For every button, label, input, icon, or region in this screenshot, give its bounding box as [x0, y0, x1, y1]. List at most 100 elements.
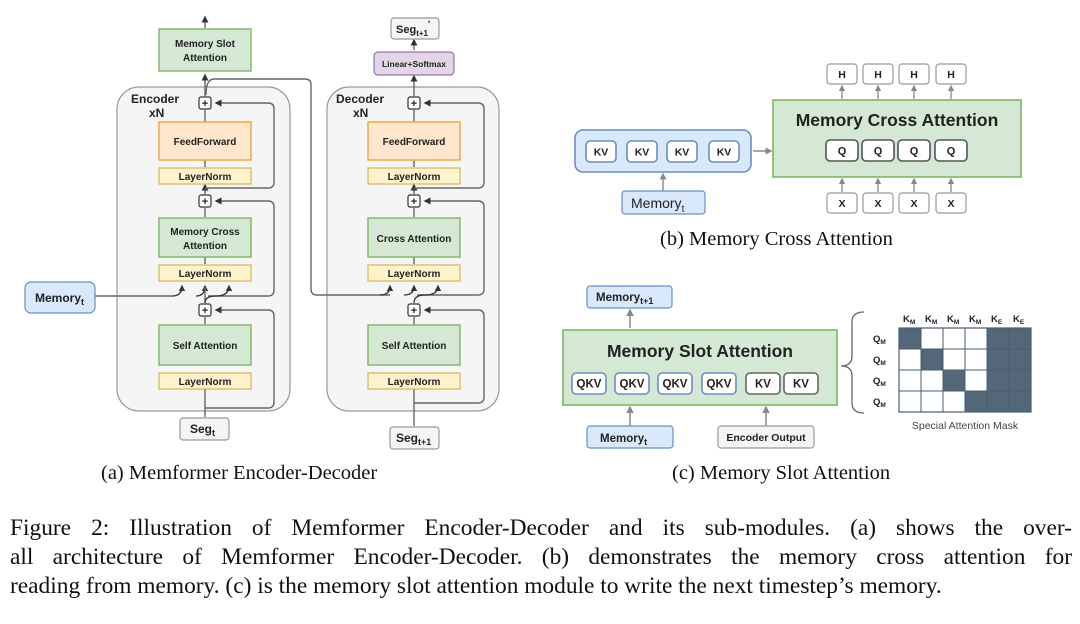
- panel-b-memory-input: Memoryt: [621, 190, 706, 215]
- decoder-add-1: +: [407, 96, 421, 110]
- mask-cell-attend: [986, 348, 1010, 371]
- svg-text:Memoryt+1: Memoryt+1: [596, 292, 653, 306]
- plus-icon: +: [411, 305, 417, 317]
- mask-brace: [840, 311, 865, 414]
- mask-cell-attend: [1008, 369, 1032, 392]
- memory-kv-token: KV: [626, 140, 658, 163]
- encoder-cross-attn-q-arrow: [204, 284, 233, 304]
- subcaption-c: (c) Memory Slot Attention: [672, 462, 891, 484]
- panel-b-memory-label: Memory: [631, 195, 682, 211]
- encoder-feedforward-label: FeedForward: [174, 137, 237, 148]
- seg-out-prime: ': [428, 19, 430, 29]
- seg-t-sub: t: [212, 428, 215, 438]
- output-h-token: H: [862, 63, 894, 85]
- memory-qkv-token: QKV: [571, 372, 607, 395]
- encoder-layernorm-1: LayerNorm: [158, 167, 252, 185]
- seg-t1-label: Seg: [396, 431, 418, 445]
- encoder-layernorm-label: LayerNorm: [179, 172, 232, 183]
- mask-col-label: KM: [969, 314, 981, 326]
- decoder-output-seg: Segt+1': [390, 17, 440, 40]
- svg-text:Segt: Segt: [190, 422, 215, 438]
- mask-cell-blocked: [942, 390, 966, 413]
- encoder-add-1: +: [198, 96, 212, 110]
- decoder-layernorm-3: LayerNorm: [367, 372, 461, 390]
- mask-cell-attend: [986, 327, 1010, 350]
- decoder-title: Decoder: [336, 92, 384, 106]
- decoder-cross-attn-q-arrow: [413, 284, 442, 304]
- memory-qkv-token-label: QKV: [707, 379, 732, 391]
- memory-kv-token: KV: [666, 140, 698, 163]
- mask-cell-blocked: [964, 348, 988, 371]
- mask-col-label: KM: [903, 314, 915, 326]
- encoder-cross-attn-label-2: Attention: [183, 241, 227, 252]
- mask-cell-blocked: [964, 327, 988, 350]
- output-h-token: H: [935, 63, 967, 85]
- mask-cell-blocked: [898, 348, 922, 371]
- mask-cell-blocked: [920, 390, 944, 413]
- encoder-kv-token-label: KV: [793, 379, 809, 391]
- input-x-token: X: [898, 192, 930, 214]
- input-x-token: X: [935, 192, 967, 214]
- plus-icon: +: [202, 196, 208, 208]
- encoder-layernorm-2: LayerNorm: [158, 264, 252, 282]
- encoder-repeat: xN: [149, 106, 164, 120]
- plus-icon: +: [411, 196, 417, 208]
- memory-kv-token-label: KV: [675, 146, 690, 158]
- subcaption-a: (a) Memformer Encoder-Decoder: [101, 462, 378, 484]
- caption-line: reading from memory. (c) is the memory s…: [10, 573, 942, 599]
- plus-icon: +: [202, 305, 208, 317]
- encoder-layernorm-label: LayerNorm: [179, 269, 232, 280]
- output-h-token-label: H: [874, 69, 882, 81]
- mask-col-label: KE: [1013, 314, 1025, 326]
- panel-c-memory-label: Memory: [600, 433, 645, 445]
- svg-text:Segt+1: Segt+1: [396, 431, 431, 447]
- mask-row-label: QM: [873, 355, 886, 367]
- decoder-feedforward: FeedForward: [367, 121, 461, 161]
- memory-t-sub: t: [81, 297, 84, 307]
- encoder-residual-3: [205, 99, 275, 189]
- mask-cell-attend: [964, 390, 988, 413]
- mask-cell-blocked: [942, 348, 966, 371]
- memory-t-label: Memory: [35, 291, 81, 305]
- decoder-residual-1: [414, 306, 485, 404]
- mask-cell-blocked: [898, 390, 922, 413]
- encoder-input-seg-t: Segt: [179, 417, 230, 441]
- memory-t1-sub: t+1: [640, 296, 653, 306]
- mask-cell-blocked: [898, 369, 922, 392]
- encoder-cross-attn-kv-arrow-1: [171, 284, 186, 297]
- mask-col-label: KE: [991, 314, 1003, 326]
- mask-col-label: KM: [925, 314, 937, 326]
- encoder-layernorm-label: LayerNorm: [179, 377, 232, 388]
- encoder-kv-token: KV: [745, 372, 781, 395]
- decoder-cross-attn-label: Cross Attention: [377, 234, 452, 245]
- encoder-add-2: +: [198, 194, 212, 208]
- mask-cell-attend: [1008, 327, 1032, 350]
- decoder-layernorm-label: LayerNorm: [388, 172, 441, 183]
- encoder-feedforward: FeedForward: [158, 121, 252, 161]
- mca-module-title: Memory Cross Attention: [796, 110, 999, 130]
- seg-t-label: Seg: [190, 422, 212, 436]
- output-h-token: H: [826, 63, 858, 85]
- msa-module-title: Memory Slot Attention: [607, 341, 793, 361]
- decoder-linear-softmax: Linear+Softmax: [373, 51, 455, 76]
- encoder-memory-cross-attention: Memory Cross Attention: [158, 217, 252, 258]
- plus-icon: +: [202, 98, 208, 110]
- decoder-self-attn-label: Self Attention: [382, 341, 447, 352]
- panel-a-encoder-decoder: Encoder xN Decoder xN Memoryt: [24, 15, 500, 450]
- memory-qkv-token-label: QKV: [577, 379, 602, 391]
- encoder-output-box: Encoder Output: [717, 425, 815, 449]
- memory-slot-attention-box: Memory Slot Attention: [158, 28, 252, 72]
- decoder-layernorm-1: LayerNorm: [367, 167, 461, 185]
- query-q-token: Q: [897, 139, 931, 162]
- decoder-cross-attention: Cross Attention: [367, 217, 461, 258]
- output-h-token-label: H: [947, 69, 955, 81]
- encoder-residual-2: [208, 197, 275, 297]
- memory-qkv-token: QKV: [701, 372, 737, 395]
- mask-cell-attend: [1008, 390, 1032, 413]
- memory-t-input: Memoryt: [24, 281, 96, 314]
- output-h-token-label: H: [910, 69, 918, 81]
- input-x-token-label: X: [910, 198, 917, 210]
- input-x-token-label: X: [947, 198, 954, 210]
- mask-row-label: QM: [873, 397, 886, 409]
